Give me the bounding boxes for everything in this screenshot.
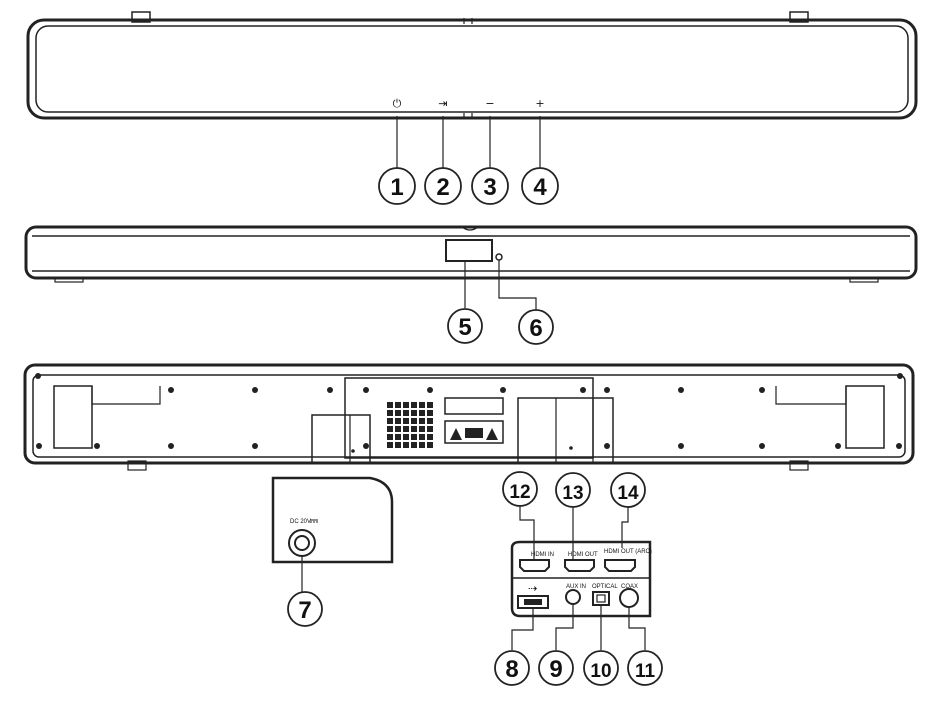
port-panel-detail: HDMI IN HDMI OUT HDMI OUT (ARC) ⇢ AUX IN… (494, 471, 663, 686)
callout-2-number: 2 (436, 174, 449, 201)
dc-input-detail: DC 20V 7 (271, 476, 394, 627)
callout-5-number: 5 (458, 314, 471, 341)
top-view: ⏻ ⇥ − + 1 2 3 4 (26, 11, 918, 205)
rating-label (444, 397, 504, 444)
optical-label: OPTICAL (592, 584, 618, 590)
callout-4: 4 (521, 167, 559, 205)
callout-2: 2 (424, 167, 462, 205)
callout-3-number: 3 (483, 174, 496, 201)
callout-14-number: 14 (617, 483, 639, 504)
coaxial-label: COAX (621, 584, 638, 590)
callout-14: 14 (610, 472, 646, 508)
dc-jack[interactable] (288, 529, 316, 557)
callout-10: 10 (583, 650, 619, 686)
callout-5: 5 (447, 308, 483, 344)
display-window (445, 239, 493, 262)
callout-6: 6 (518, 309, 554, 345)
hdmi-out-port[interactable] (564, 559, 595, 572)
hdmi-arc-port[interactable] (604, 559, 636, 572)
coaxial-jack[interactable] (619, 588, 639, 608)
remote-sensor (495, 253, 503, 261)
callout-11: 11 (627, 650, 663, 686)
callout-13: 13 (555, 472, 591, 508)
dc-label: DC 20V (290, 519, 311, 525)
callout-7: 7 (287, 591, 323, 627)
aux-jack[interactable] (565, 589, 581, 605)
hdmi-arc-label: HDMI OUT (ARC) (604, 549, 652, 555)
callout-1-number: 1 (390, 174, 403, 201)
rear-view (23, 363, 915, 471)
hdmi-out-label: HDMI OUT (568, 552, 598, 558)
vent-grille (387, 402, 433, 448)
callout-13-number: 13 (562, 483, 583, 504)
callout-8: 8 (494, 650, 530, 686)
callout-6-number: 6 (529, 315, 542, 342)
callout-3: 3 (471, 167, 509, 205)
optical-port[interactable] (592, 591, 610, 606)
callout-9: 9 (538, 650, 574, 686)
callout-12-number: 12 (509, 482, 530, 503)
front-view: 5 6 (24, 225, 918, 345)
volume-down-icon[interactable]: − (485, 97, 494, 110)
callout-12: 12 (502, 471, 538, 507)
screw-holes (35, 373, 903, 449)
hdmi-in-label: HDMI IN (531, 552, 554, 558)
callout-11-number: 11 (635, 661, 656, 682)
hdmi-in-port[interactable] (519, 559, 550, 572)
callout-7-number: 7 (298, 597, 311, 624)
volume-up-icon[interactable]: + (535, 97, 544, 110)
callout-9-number: 9 (549, 656, 562, 683)
callout-1: 1 (378, 167, 416, 205)
power-icon[interactable]: ⏻ (393, 97, 402, 110)
callout-8-number: 8 (505, 656, 518, 683)
callout-10-number: 10 (590, 661, 611, 682)
callout-4-number: 4 (533, 174, 547, 201)
aux-label: AUX IN (566, 584, 586, 590)
input-source-icon[interactable]: ⇥ (438, 97, 447, 110)
usb-icon: ⇢ (528, 582, 537, 595)
